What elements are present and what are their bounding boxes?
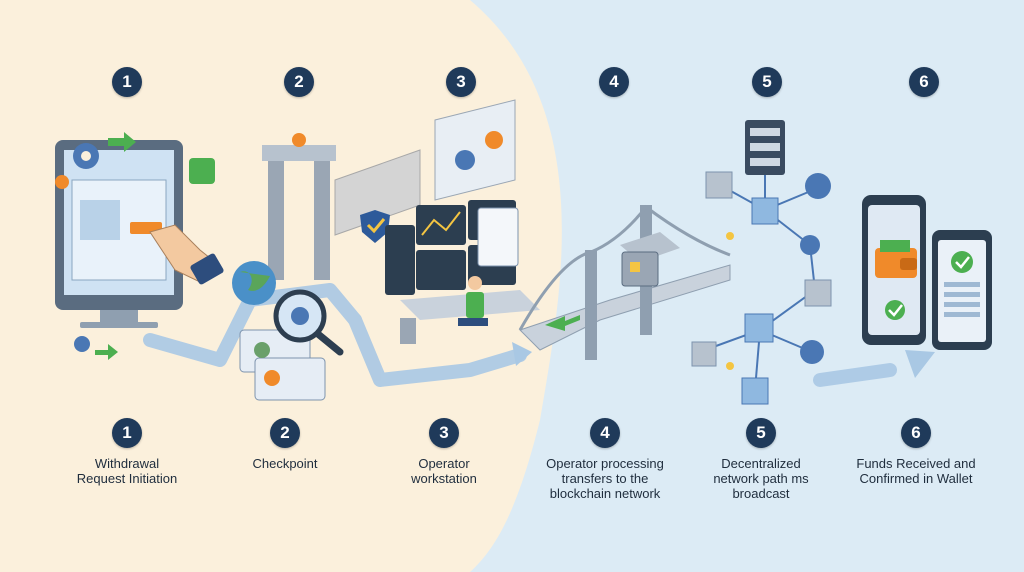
step-number-badge-top-2: 2 xyxy=(284,67,314,97)
id-card-icon xyxy=(239,329,326,401)
step-caption-1-line-2: Request Initiation xyxy=(76,471,178,486)
step-number-badge-top-1: 1 xyxy=(112,67,142,97)
blockchain-network-icon xyxy=(691,120,832,405)
step-number-badge-3: 3 xyxy=(429,418,459,448)
step-caption-6-line-1: Funds Received and xyxy=(856,456,976,471)
arrow-right-icon xyxy=(95,132,215,360)
step-caption-5-line-1: Decentralized xyxy=(721,456,801,471)
step-caption-2: Checkpoint xyxy=(205,456,365,471)
wallet-icon xyxy=(875,240,917,278)
step-number-badge-top-4: 4 xyxy=(599,67,629,97)
step-caption-2-line-1: Checkpoint xyxy=(252,456,318,471)
step-caption-5-line-2: network path ms xyxy=(713,471,809,486)
step-caption-3-line-1: Operator xyxy=(418,456,470,471)
step-number-badge-1: 1 xyxy=(112,418,142,448)
step-caption-1: Withdrawal Request Initiation xyxy=(47,456,207,486)
step-caption-4: Operator processing transfers to the blo… xyxy=(525,456,685,501)
step-caption-3: Operator workstation xyxy=(364,456,524,486)
step-number-badge-2: 2 xyxy=(270,418,300,448)
step-caption-4-line-1: Operator processing xyxy=(546,456,664,471)
step-number-badge-4: 4 xyxy=(590,418,620,448)
step-number-badge-5: 5 xyxy=(746,418,776,448)
step-number-badge-top-5: 5 xyxy=(752,67,782,97)
step-number-badge-top-6: 6 xyxy=(909,67,939,97)
step-caption-3-line-2: workstation xyxy=(411,471,477,486)
flow-arrowheads xyxy=(512,342,935,378)
operator-workstation-icon xyxy=(385,99,540,344)
shield-icon xyxy=(360,210,390,243)
step-caption-6-line-2: Confirmed in Wallet xyxy=(859,471,973,486)
tablet-icon xyxy=(932,230,992,350)
step-caption-1-line-1: Withdrawal xyxy=(94,456,160,471)
step-caption-6: Funds Received and Confirmed in Wallet xyxy=(836,456,996,486)
step-number-badge-top-3: 3 xyxy=(446,67,476,97)
hand-icon xyxy=(149,224,224,285)
gear-icon xyxy=(55,143,99,352)
step-caption-4-line-3: blockchain network xyxy=(549,486,661,501)
checkmark-icon xyxy=(885,300,905,320)
magnifier-icon xyxy=(273,289,344,356)
bridge-icon xyxy=(518,204,731,360)
step-caption-4-line-2: transfers to the xyxy=(561,471,649,486)
globe-icon xyxy=(232,261,276,305)
step-caption-5: Decentralized network path ms broadcast xyxy=(681,456,841,501)
monitor-icon xyxy=(55,140,183,328)
step-caption-5-line-3: broadcast xyxy=(732,486,790,501)
security-gate-icon xyxy=(262,133,336,280)
step-number-badge-6: 6 xyxy=(901,418,931,448)
